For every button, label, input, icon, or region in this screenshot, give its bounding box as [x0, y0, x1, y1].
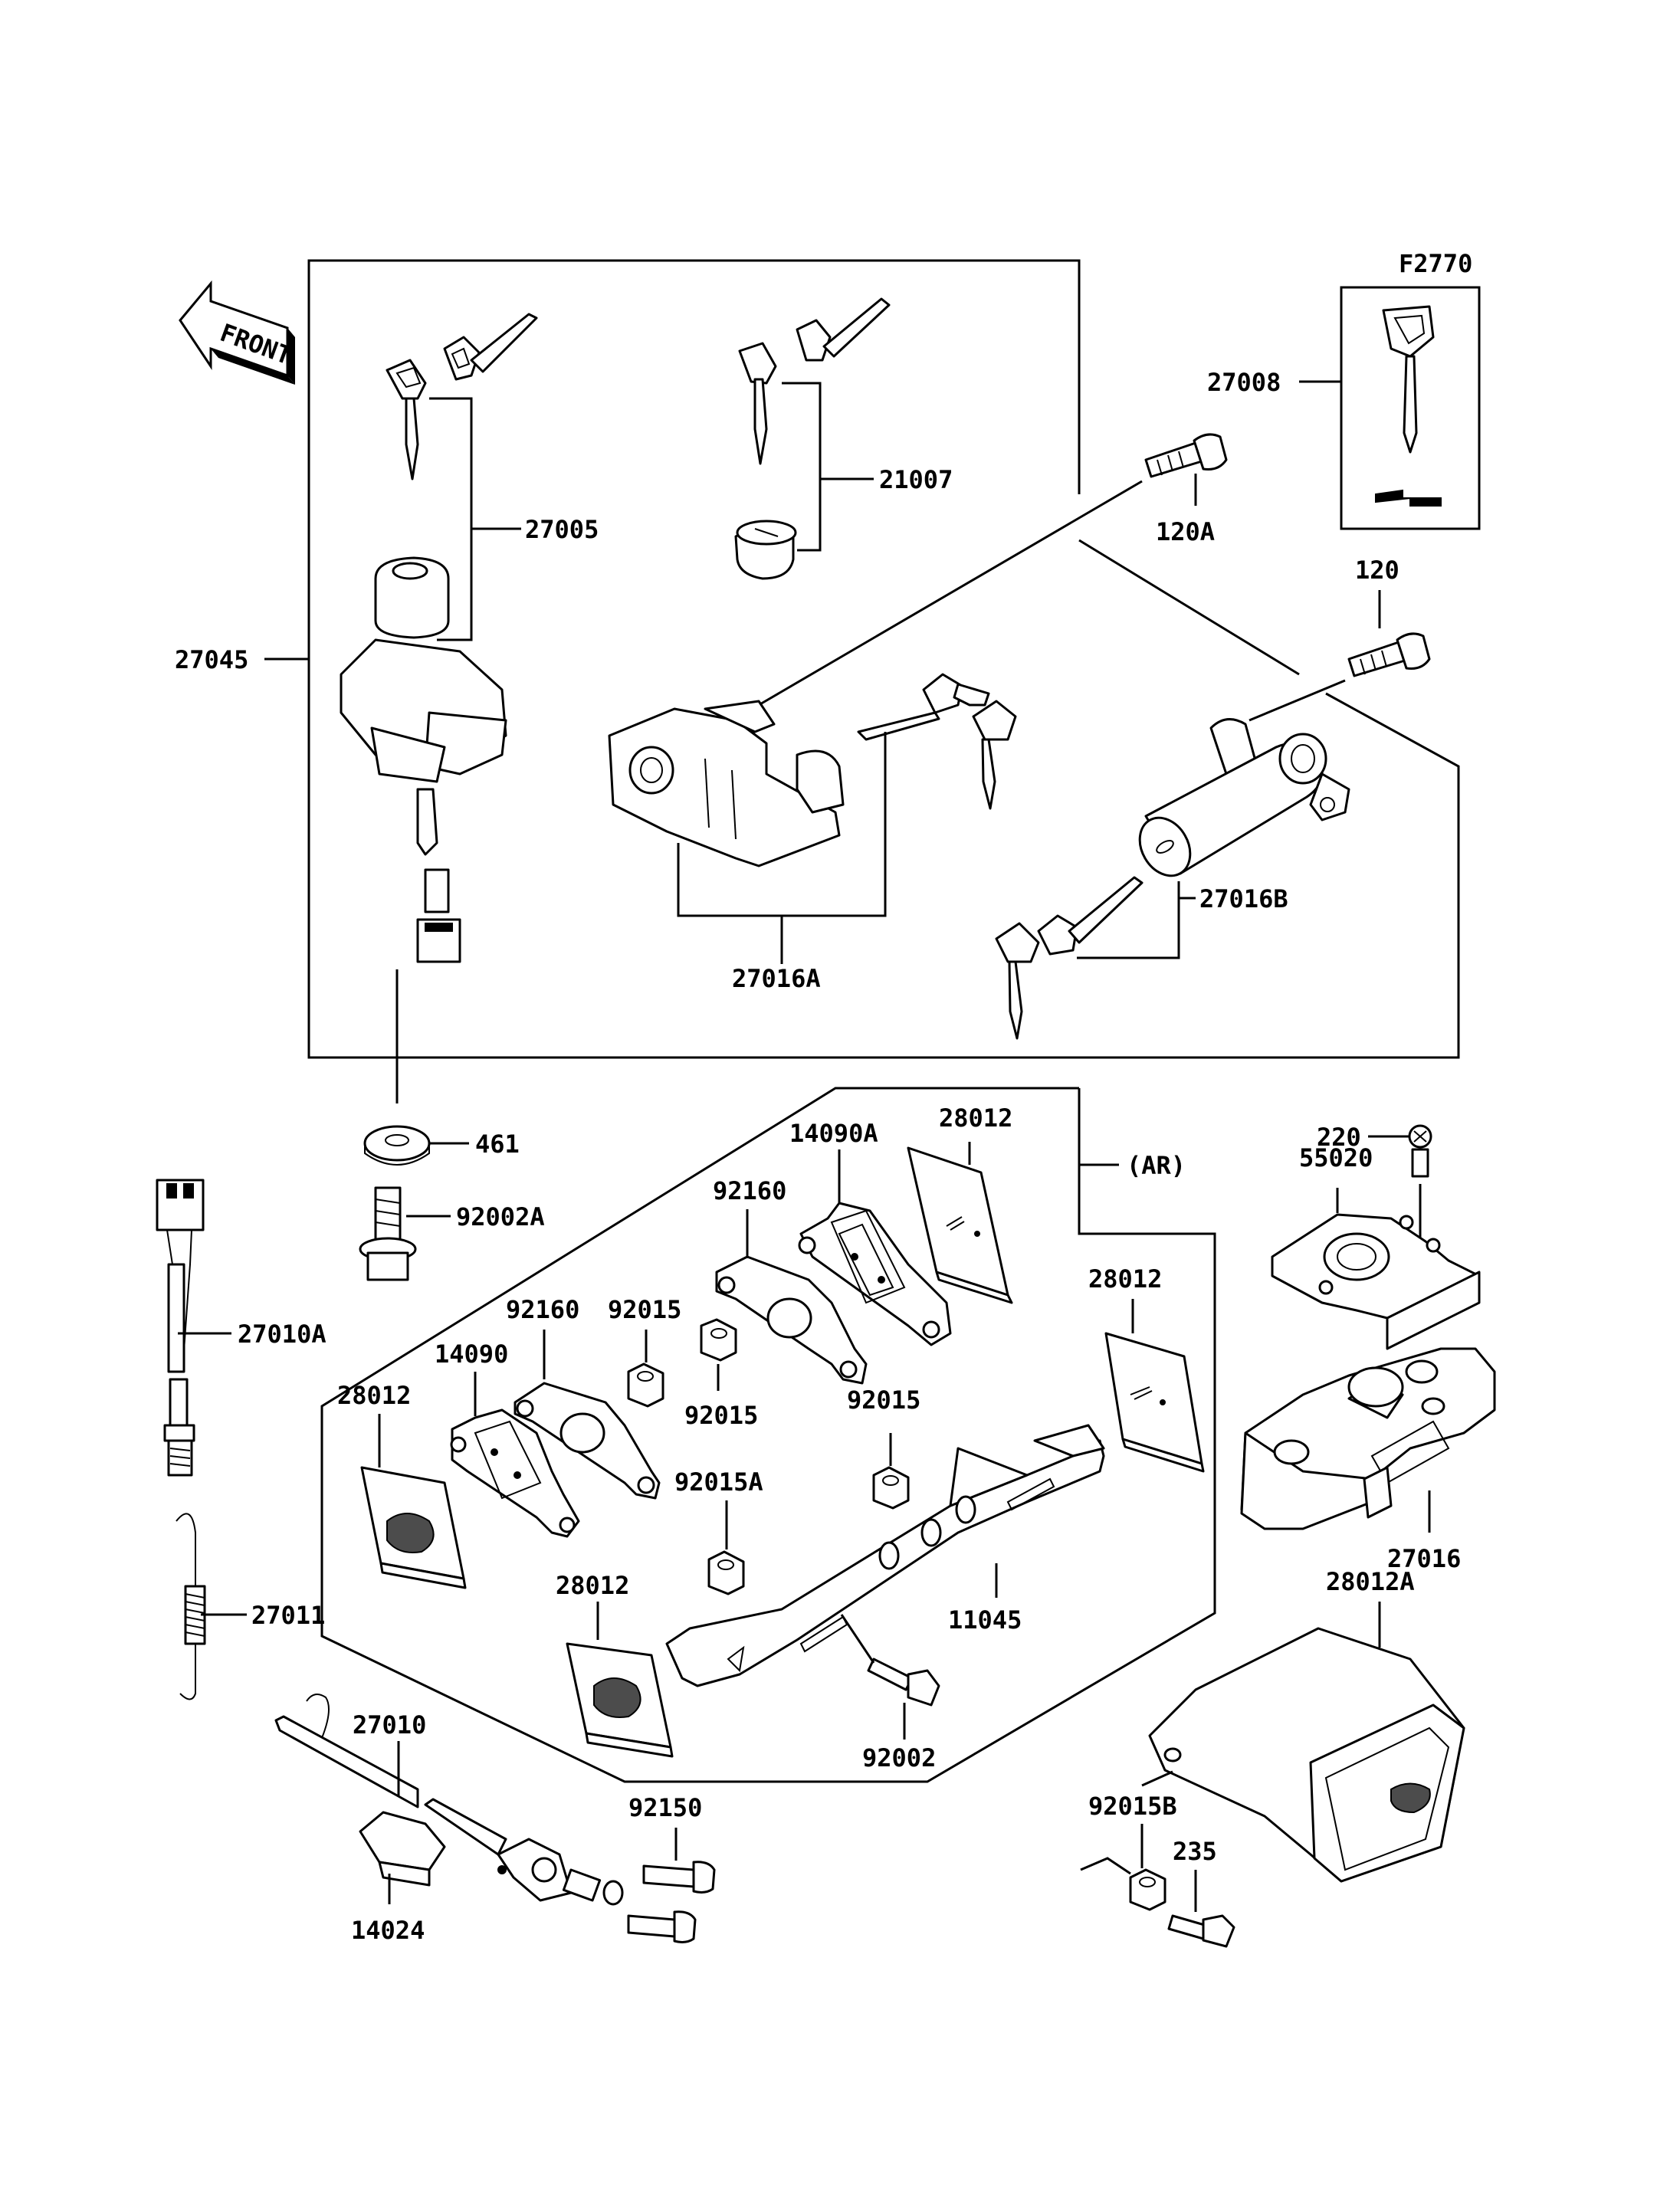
spring-27011	[176, 1513, 206, 1700]
label-28012-c: 28012	[337, 1381, 411, 1410]
label-120A: 120A	[1156, 517, 1215, 546]
bolt-92002	[867, 1658, 940, 1707]
cover-14024	[359, 1811, 446, 1887]
label-28012A: 28012A	[1326, 1567, 1415, 1596]
label-92002: 92002	[862, 1743, 936, 1772]
pad-28012-bottom	[566, 1642, 674, 1758]
label-92150: 92150	[628, 1793, 702, 1822]
ignition-keys	[386, 313, 538, 480]
label-235: 235	[1173, 1837, 1217, 1866]
label-27005: 27005	[525, 515, 599, 544]
bolt-235	[1167, 1914, 1235, 1948]
plate-92160-top	[715, 1255, 868, 1385]
label-92015B: 92015B	[1088, 1792, 1177, 1821]
label-11045: 11045	[948, 1605, 1022, 1635]
label-55020: 55020	[1299, 1143, 1373, 1172]
seat-lock-keys	[738, 297, 891, 465]
label-27011: 27011	[251, 1601, 325, 1630]
label-27016: 27016	[1387, 1544, 1461, 1573]
label-120: 120	[1355, 556, 1399, 585]
label-92160-a: 92160	[713, 1176, 786, 1205]
label-28012-d: 28012	[556, 1571, 629, 1600]
label-14090: 14090	[435, 1340, 508, 1369]
holder-14090	[450, 1408, 580, 1538]
pad-28012A	[1148, 1627, 1465, 1883]
plate-55020	[1271, 1213, 1481, 1350]
pad-28012-right	[1104, 1332, 1205, 1473]
collar-92015-lower	[627, 1362, 664, 1408]
label-28012-b: 28012	[1088, 1264, 1162, 1294]
label-461: 461	[475, 1130, 520, 1159]
figure-code: F2770	[1399, 249, 1472, 278]
label-27010: 27010	[353, 1710, 426, 1740]
lock-body-27016	[1240, 1347, 1496, 1530]
label-92160-b: 92160	[506, 1295, 579, 1324]
washer-461	[363, 1125, 431, 1166]
label-27045: 27045	[175, 645, 248, 674]
label-AR: (AR)	[1127, 1151, 1186, 1180]
switch-27010	[274, 1694, 624, 1906]
holder-14090A	[798, 1202, 952, 1346]
label-21007: 21007	[879, 465, 953, 494]
label-27016A: 27016A	[732, 964, 821, 993]
bolt-92002A	[359, 1186, 417, 1281]
screw-220	[1408, 1124, 1432, 1178]
bracket-set-frame	[320, 1087, 1216, 1783]
switch-27010A	[156, 1179, 205, 1477]
screw-120	[1347, 632, 1431, 677]
label-92015-c: 92015	[684, 1401, 758, 1430]
ignition-set-frame	[307, 259, 1460, 1059]
key-blank-frame	[1340, 286, 1481, 530]
collar-92015A	[707, 1550, 745, 1595]
label-28012-a: 28012	[939, 1103, 1012, 1133]
label-27008: 27008	[1207, 368, 1281, 397]
label-14024: 14024	[351, 1916, 425, 1945]
front-arrow-icon: FRONT	[179, 280, 296, 385]
bracket-11045	[665, 1424, 1105, 1687]
label-92015-b: 92015	[847, 1385, 920, 1415]
pad-28012-top	[907, 1146, 1013, 1304]
label-92015-a: 92015	[608, 1295, 681, 1324]
collar-92015B	[1129, 1868, 1166, 1911]
label-92015A: 92015A	[674, 1467, 763, 1497]
key-blank	[1375, 305, 1442, 507]
label-220: 220	[1317, 1123, 1361, 1152]
collar-92015-top	[700, 1318, 737, 1362]
label-27010A: 27010A	[238, 1320, 326, 1349]
seat-lock-keys-27016A	[857, 673, 1017, 810]
lock-cylinder-keys-27016B	[995, 876, 1144, 1040]
collar-92015-right	[872, 1466, 910, 1510]
ignition-switch	[340, 556, 507, 963]
screw-120A	[1144, 433, 1228, 478]
label-92002A: 92002A	[456, 1202, 545, 1231]
pad-28012-left	[360, 1466, 467, 1589]
plate-92160-lower	[514, 1382, 661, 1500]
lock-cap	[734, 520, 797, 580]
label-14090A: 14090A	[789, 1119, 878, 1148]
label-27016B: 27016B	[1199, 884, 1288, 913]
screws-92150	[627, 1861, 716, 1943]
seat-lock-27016A	[608, 700, 845, 867]
lock-cylinder-27016B	[1138, 718, 1350, 877]
